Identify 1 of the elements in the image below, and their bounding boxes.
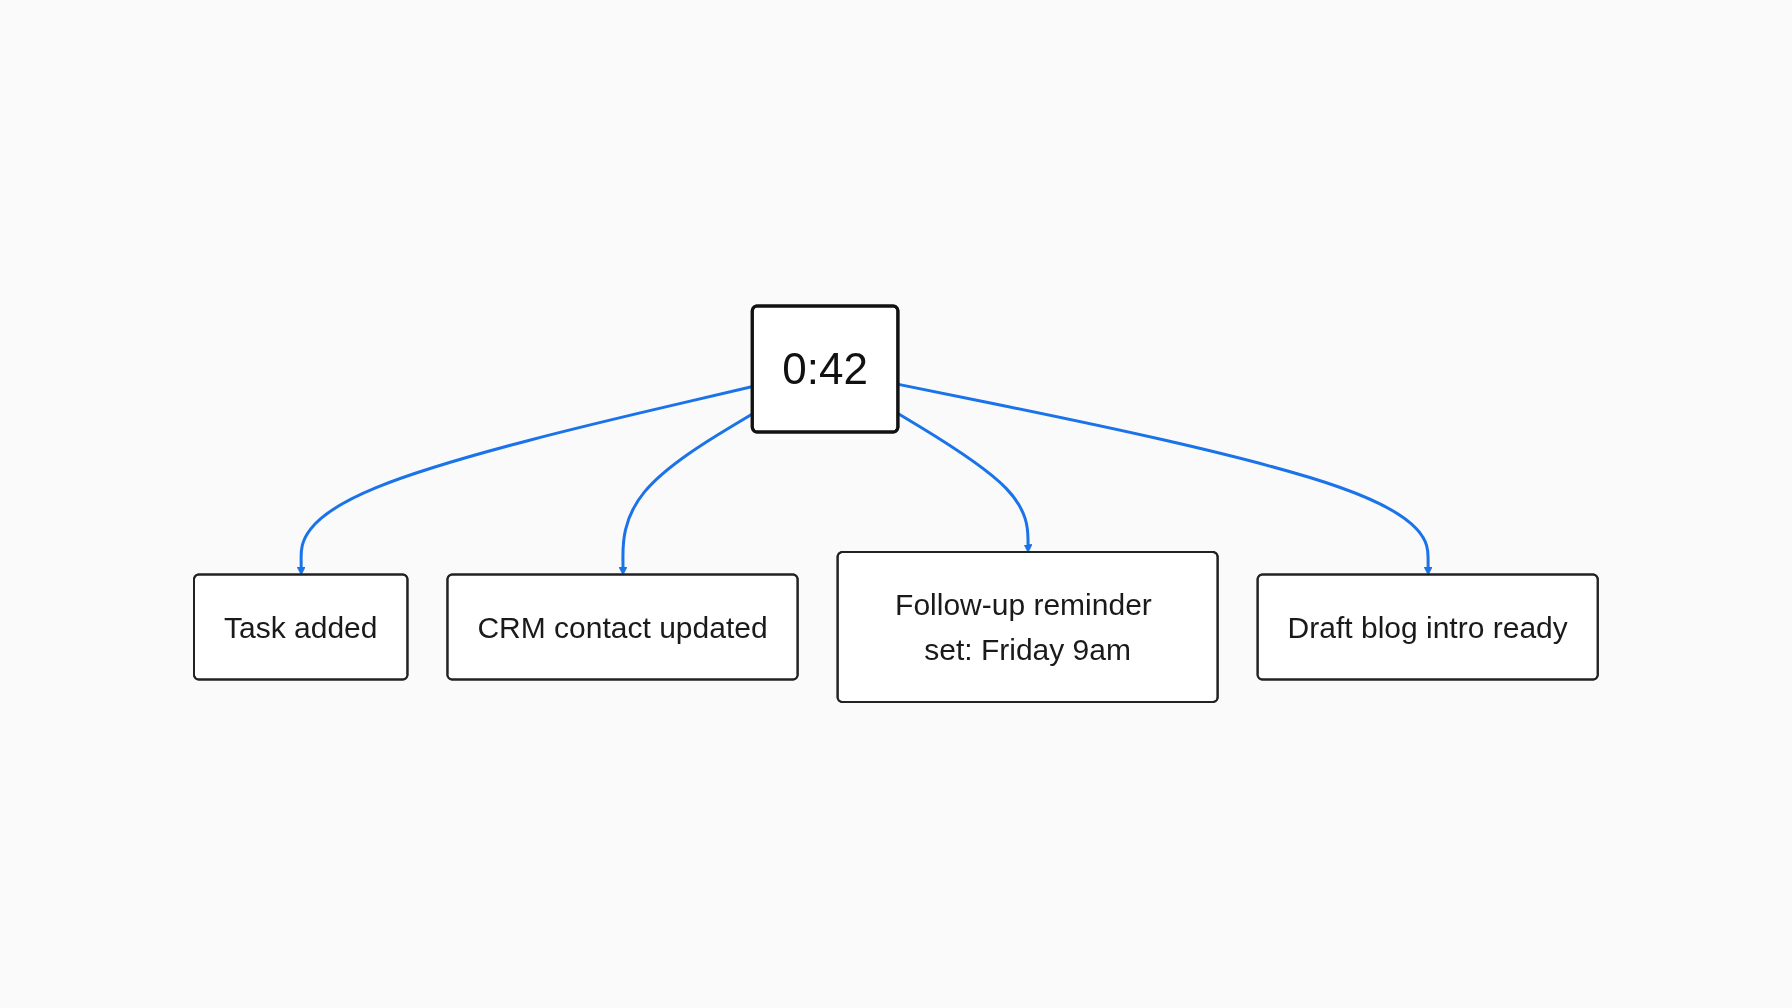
arrow bbox=[898, 382, 1433, 576]
